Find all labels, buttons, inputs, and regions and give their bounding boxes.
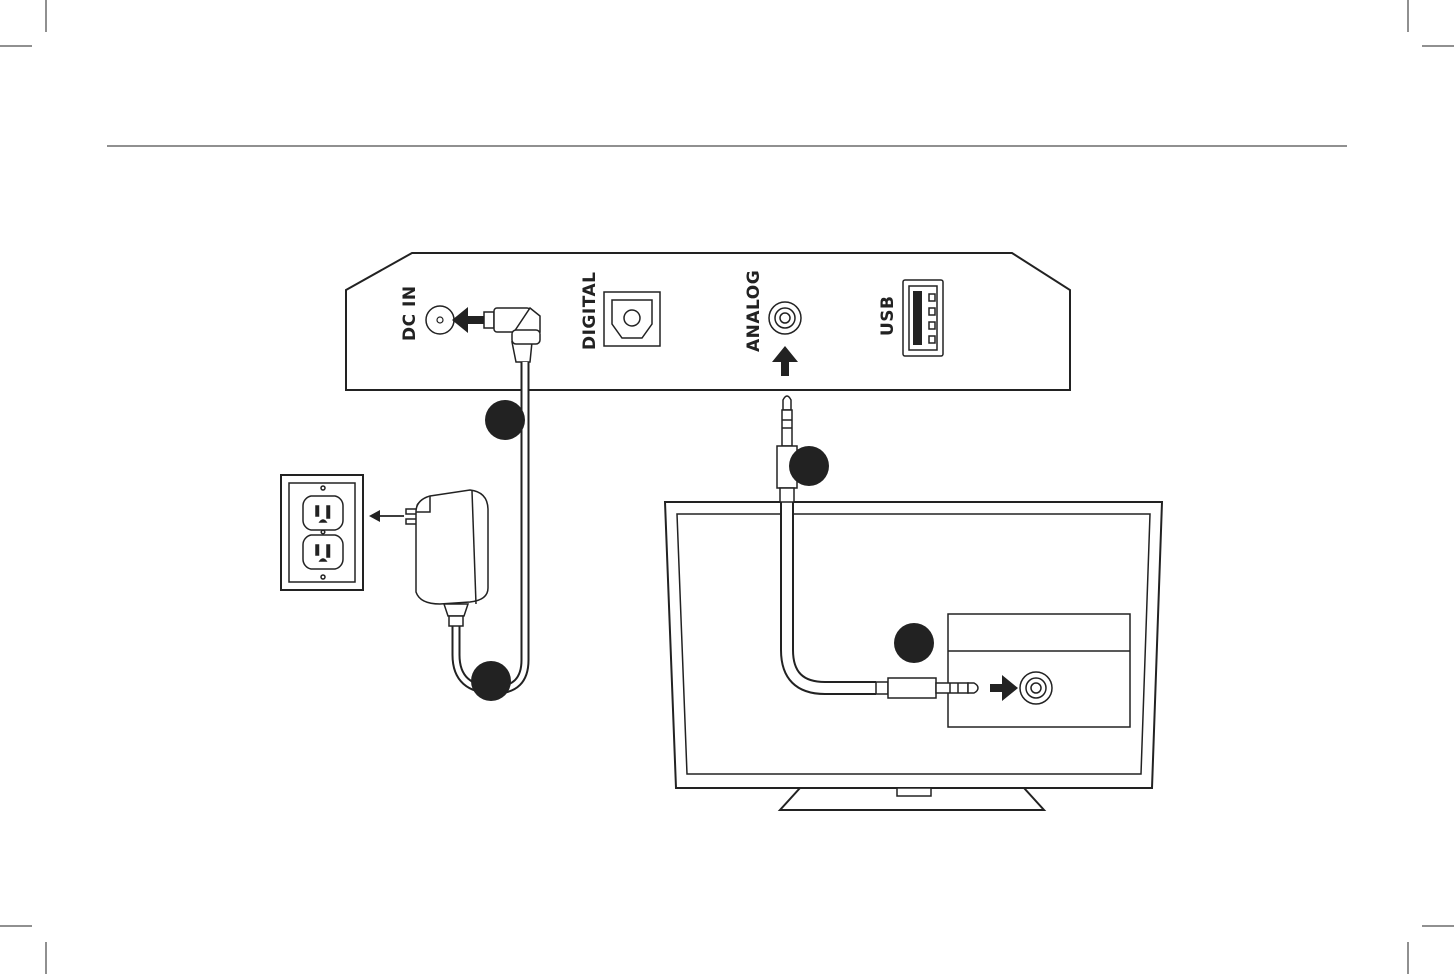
tv-aux-jack-icon: [1020, 672, 1052, 704]
tv-input-panel: [948, 614, 1130, 727]
device-rear-panel: DC IN DIGITAL ANALOG: [346, 253, 1070, 390]
step-marker-3: [789, 446, 829, 486]
dc-power-jack-icon: [426, 306, 454, 334]
step-marker-4: [894, 623, 934, 663]
dc-in-label: DC IN: [400, 285, 420, 341]
usb-port-icon: [903, 280, 943, 356]
aux-jack-icon: [769, 302, 801, 334]
digital-label: DIGITAL: [580, 272, 600, 350]
power-adapter-icon: [406, 490, 488, 626]
wall-outlet-icon: [281, 475, 363, 590]
optical-port-icon: [604, 292, 660, 346]
step-marker-2: [471, 661, 511, 701]
usb-label: USB: [878, 295, 898, 336]
plug-in-arrow-icon: [369, 510, 404, 522]
audio-plug-top: [777, 396, 797, 502]
analog-label: ANALOG: [744, 270, 764, 352]
step-marker-1: [485, 400, 525, 440]
